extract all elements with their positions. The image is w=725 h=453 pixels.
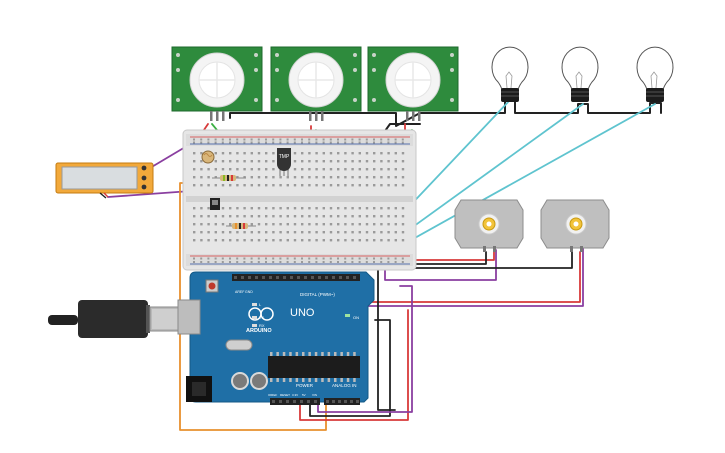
- wire-black-right[interactable]: [377, 267, 396, 411]
- v33-label: 3.3V: [292, 393, 298, 397]
- pir-sensor-icon[interactable]: [367, 46, 459, 121]
- photoresistor-icon[interactable]: [201, 150, 215, 164]
- wire-black-motor2[interactable]: [399, 251, 573, 269]
- reset-button-cap[interactable]: [208, 282, 216, 290]
- power-header-label: POWER: [296, 383, 314, 388]
- resistor-icon[interactable]: [226, 223, 256, 229]
- dc-motor-icon[interactable]: [540, 199, 610, 252]
- v5-label: 5V: [302, 393, 306, 397]
- pir-sensor-icon[interactable]: [171, 46, 263, 121]
- resistor-icon[interactable]: [212, 175, 246, 181]
- light-bulb-icon[interactable]: [636, 46, 674, 102]
- arduino-brand: ARDUINO: [246, 328, 272, 334]
- slide-switch-icon[interactable]: [210, 198, 220, 210]
- breadboard: [182, 129, 417, 271]
- tmp-sensor-icon[interactable]: TMP: [277, 148, 291, 176]
- usb-cable-icon[interactable]: [48, 300, 197, 338]
- on-label: ON: [353, 315, 359, 320]
- lcd-icon[interactable]: [55, 162, 154, 199]
- analog-header-label: ANALOG IN: [332, 383, 357, 388]
- arduino-model: UNO: [290, 307, 315, 319]
- vin-label: VIN: [312, 393, 317, 397]
- light-bulb-icon[interactable]: [491, 46, 529, 102]
- wire-black-bottom[interactable]: [309, 319, 391, 417]
- gnd-label: GND: [245, 290, 253, 294]
- wire-red-bottom[interactable]: [299, 309, 409, 421]
- wire-black-bulbs[interactable]: [229, 98, 662, 127]
- ioref-label: IOREF: [268, 393, 277, 397]
- pir-sensor-icon[interactable]: [270, 46, 362, 121]
- wire-red-motor1[interactable]: [394, 251, 495, 261]
- wire-purple-bottom[interactable]: [317, 285, 413, 413]
- wire-purple-motor2[interactable]: [364, 247, 584, 307]
- led-tx-label: TX: [259, 315, 264, 320]
- wire-purple-motor1[interactable]: [384, 249, 497, 281]
- tmp-label: TMP: [279, 154, 290, 160]
- wire-red-motor2[interactable]: [361, 251, 581, 303]
- atmega-chip: [268, 356, 360, 378]
- wire-black-motor1[interactable]: [394, 251, 487, 265]
- aref-label: AREF: [235, 290, 244, 294]
- dc-motor-icon[interactable]: [454, 199, 524, 252]
- reset-label: RESET: [280, 393, 290, 397]
- led-l-label: L: [259, 302, 262, 307]
- led-rx-label: RX: [259, 323, 265, 328]
- digital-header-label: DIGITAL (PWM~): [300, 292, 335, 297]
- arduino-board[interactable]: ARDUINO UNO DIGITAL (PWM~) AREF GND L TX…: [177, 271, 375, 405]
- light-bulb-icon[interactable]: [561, 46, 599, 102]
